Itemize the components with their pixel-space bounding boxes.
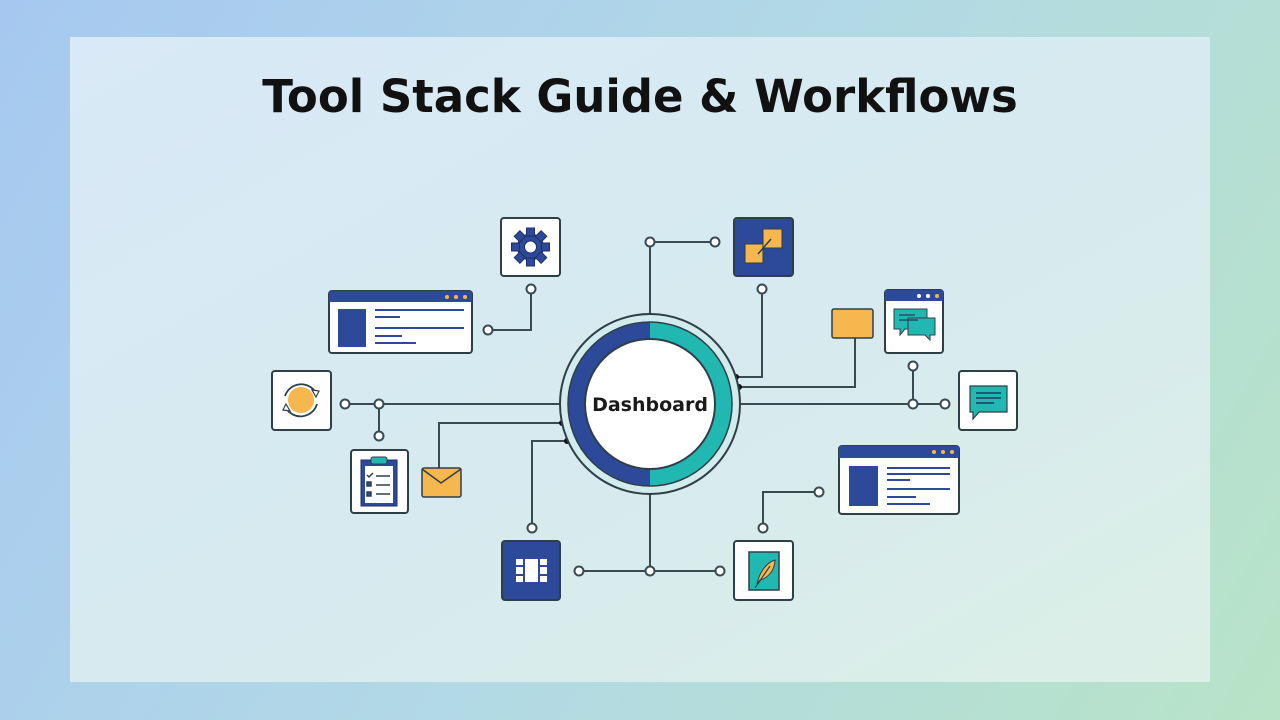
- feather-document-icon[interactable]: [733, 540, 794, 601]
- page-title: Tool Stack Guide & Workflows: [262, 70, 1018, 123]
- envelope-icon[interactable]: [421, 467, 462, 498]
- speech-bubble-icon[interactable]: [958, 370, 1018, 431]
- chat-window-icon[interactable]: [884, 289, 944, 354]
- dashboard-hub[interactable]: Dashboard: [559, 313, 741, 495]
- orange-card-icon[interactable]: [831, 308, 874, 339]
- clipboard-checklist-icon[interactable]: [350, 449, 409, 514]
- gear-icon[interactable]: [500, 217, 561, 277]
- sync-icon[interactable]: [271, 370, 332, 431]
- browser-window-icon[interactable]: [838, 445, 960, 515]
- browser-window-icon[interactable]: [328, 290, 473, 354]
- grid-icon[interactable]: [501, 540, 561, 601]
- linked-squares-icon[interactable]: [733, 217, 794, 277]
- hub-label: Dashboard: [592, 394, 708, 416]
- connector-nodes: [339, 236, 951, 577]
